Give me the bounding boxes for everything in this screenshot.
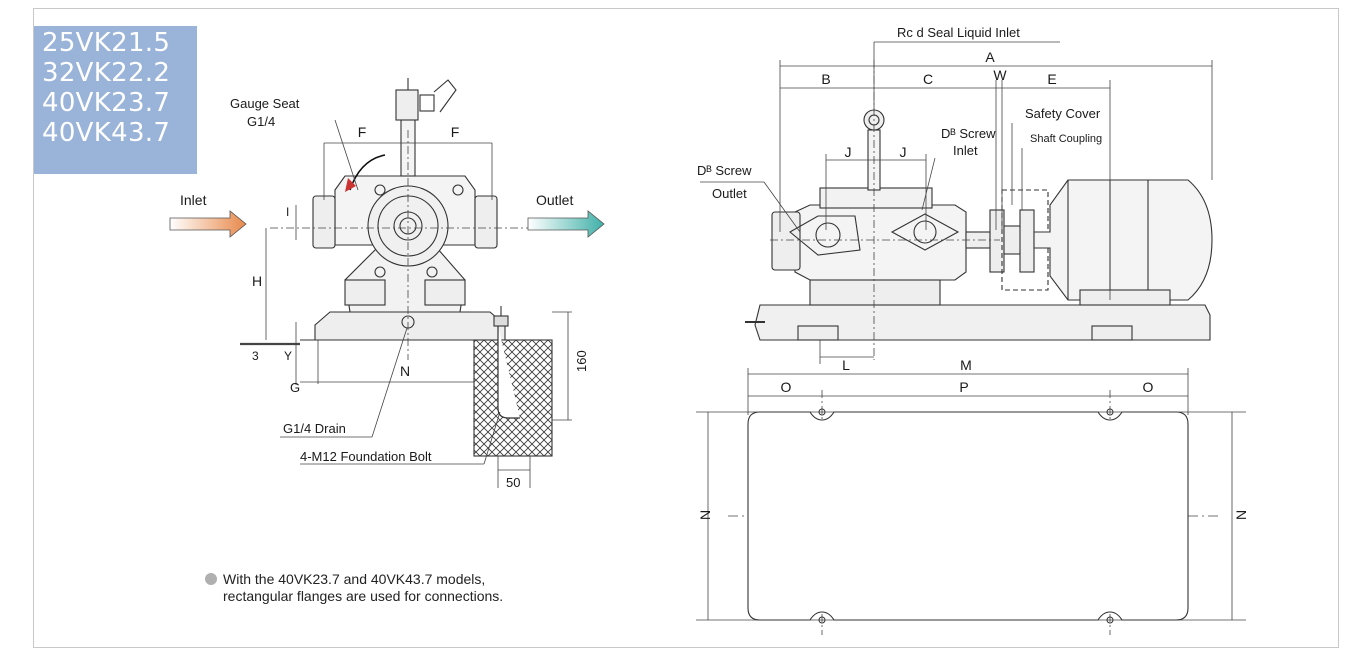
dim-n-plan-left-label: N <box>697 510 713 520</box>
dim-b-label: B <box>821 71 830 87</box>
inlet-label: Inlet <box>180 192 207 208</box>
dim-50-label: 50 <box>506 475 520 490</box>
base-plan-outline <box>747 408 1189 624</box>
seal-inlet-label: Rc d Seal Liquid Inlet <box>897 25 1020 40</box>
dim-p-label: P <box>959 379 968 395</box>
model-name: 25VK21.5 <box>42 28 171 58</box>
bullet-icon <box>205 573 217 585</box>
dim-3-label: 3 <box>252 349 259 363</box>
model-name: 40VK43.7 <box>42 118 171 148</box>
dim-m-label: M <box>960 357 972 373</box>
dim-a-label: A <box>985 49 995 65</box>
dim-y-label: Y <box>284 349 292 363</box>
dim-o-right-label: O <box>1143 379 1154 395</box>
model-name: 32VK22.2 <box>42 58 171 88</box>
dim-w-label: W <box>993 67 1007 83</box>
dim-l-label: L <box>842 357 850 373</box>
safety-cover-label: Safety Cover <box>1025 106 1101 121</box>
dim-c-label: C <box>923 71 933 87</box>
gauge-seat-label: Gauge Seat <box>230 96 300 111</box>
dim-h-label: H <box>252 273 262 289</box>
end-view-dimensions <box>240 119 572 488</box>
footnote-line-2: rectangular flanges are used for connect… <box>223 588 504 604</box>
foundation-bolt-label: 4-M12 Foundation Bolt <box>300 449 432 464</box>
dim-o-left-label: O <box>781 379 792 395</box>
model-list: 25VK21.5 32VK22.2 40VK23.7 40VK43.7 <box>34 26 197 174</box>
dim-j-right-label: J <box>900 144 907 160</box>
screw-inlet-label-1: Dᴮ Screw <box>941 126 996 141</box>
model-name: 40VK23.7 <box>42 88 171 118</box>
dim-f-right: F <box>451 124 460 140</box>
dim-n-plan-right-label: N <box>1233 510 1249 520</box>
dim-f-left: F <box>358 124 367 140</box>
foundation-block <box>473 326 553 457</box>
side-view-pump <box>745 109 1213 341</box>
inlet-arrow <box>169 210 247 238</box>
footnote: With the 40VK23.7 and 40VK43.7 models, r… <box>205 571 503 605</box>
shaft-coupling-label: Shaft Coupling <box>1030 133 1102 145</box>
dim-e-label: E <box>1047 71 1056 87</box>
dim-n-left-label: N <box>400 363 410 379</box>
side-view-dimensions <box>700 41 1213 364</box>
gauge-seat-size-label: G1/4 <box>247 114 275 129</box>
dim-i-label: I <box>286 205 289 219</box>
end-view-pump <box>300 78 520 341</box>
outlet-label: Outlet <box>536 192 573 208</box>
dim-160-label: 160 <box>574 350 589 372</box>
dim-g-label: G <box>290 380 300 395</box>
outlet-arrow <box>527 210 605 238</box>
drain-label: G1/4 Drain <box>283 421 346 436</box>
dim-j-left-label: J <box>845 144 852 160</box>
screw-outlet-label-2: Outlet <box>712 186 747 201</box>
footnote-line-1: With the 40VK23.7 and 40VK43.7 models, <box>223 571 486 587</box>
screw-inlet-label-2: Inlet <box>953 143 978 158</box>
screw-outlet-label-1: Dᴮ Screw <box>697 163 752 178</box>
